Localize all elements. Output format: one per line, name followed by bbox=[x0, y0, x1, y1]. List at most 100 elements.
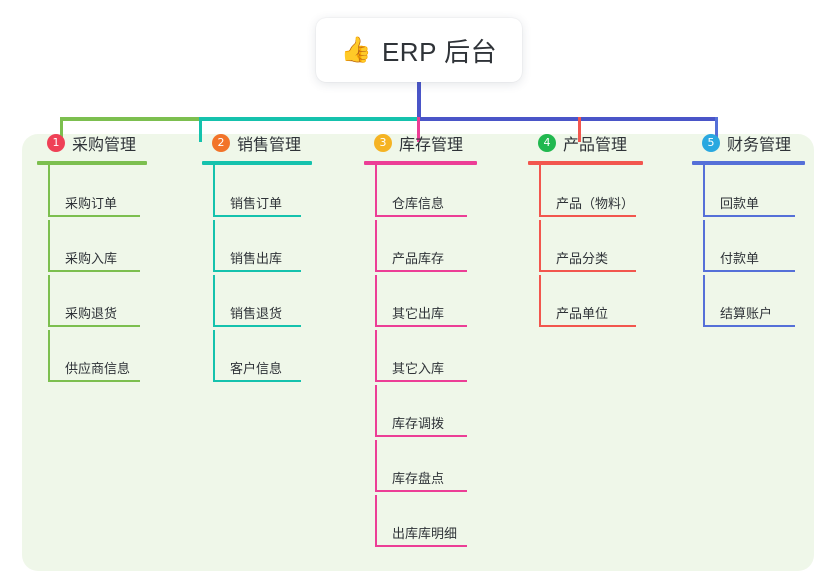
leaf-connector bbox=[703, 275, 705, 327]
leaf-label: 库存盘点 bbox=[392, 471, 445, 486]
bus-segment-teal bbox=[200, 117, 419, 121]
leaf-label: 采购入库 bbox=[65, 251, 118, 266]
leaf-underline bbox=[539, 270, 636, 272]
leaf-list-5: 回款单付款单结算账户 bbox=[692, 165, 805, 330]
branch-title-3: 库存管理 bbox=[399, 137, 464, 154]
leaf-node[interactable]: 库存调拨 bbox=[364, 385, 477, 440]
leaf-label: 产品库存 bbox=[392, 251, 445, 266]
branch-badge-4: 4 bbox=[538, 134, 556, 152]
leaf-node[interactable]: 销售退货 bbox=[202, 275, 312, 330]
leaf-node[interactable]: 采购入库 bbox=[37, 220, 147, 275]
branch-header-3[interactable]: 3 库存管理 bbox=[364, 130, 477, 156]
branch-drop-4 bbox=[578, 117, 581, 142]
leaf-underline bbox=[48, 270, 140, 272]
leaf-connector bbox=[375, 330, 377, 382]
leaf-list-1: 采购订单采购入库采购退货供应商信息 bbox=[37, 165, 147, 385]
branch-underline-1 bbox=[37, 161, 147, 165]
leaf-label: 结算账户 bbox=[720, 306, 773, 321]
leaf-connector bbox=[539, 165, 541, 217]
leaf-underline bbox=[703, 325, 795, 327]
branch-header-1[interactable]: 1 采购管理 bbox=[37, 130, 147, 156]
root-node[interactable]: 👍 ERP 后台 bbox=[316, 18, 522, 82]
leaf-node[interactable]: 付款单 bbox=[692, 220, 805, 275]
leaf-label: 供应商信息 bbox=[65, 361, 131, 376]
leaf-label: 出库库明细 bbox=[392, 526, 458, 541]
leaf-node[interactable]: 产品库存 bbox=[364, 220, 477, 275]
leaf-node[interactable]: 结算账户 bbox=[692, 275, 805, 330]
leaf-node[interactable]: 供应商信息 bbox=[37, 330, 147, 385]
leaf-label: 销售退货 bbox=[230, 306, 283, 321]
leaf-connector bbox=[703, 165, 705, 217]
leaf-connector bbox=[375, 220, 377, 272]
leaf-underline bbox=[213, 380, 301, 382]
leaf-underline bbox=[375, 490, 467, 492]
leaf-node[interactable]: 出库库明细 bbox=[364, 495, 477, 550]
leaf-connector bbox=[703, 220, 705, 272]
leaf-underline bbox=[375, 270, 467, 272]
branch-badge-3: 3 bbox=[374, 134, 392, 152]
branch-header-4[interactable]: 4 产品管理 bbox=[528, 130, 643, 156]
leaf-label: 销售出库 bbox=[230, 251, 283, 266]
leaf-connector bbox=[539, 275, 541, 327]
branch-underline-4 bbox=[528, 161, 643, 165]
root-node-title: ERP 后台 bbox=[381, 36, 498, 67]
leaf-underline bbox=[213, 270, 301, 272]
leaf-label: 采购订单 bbox=[65, 196, 118, 211]
branch-column-2: 2 销售管理销售订单销售出库销售退货客户信息 bbox=[202, 130, 312, 385]
branch-column-4: 4 产品管理产品（物料） 产品分类产品单位 bbox=[528, 130, 643, 330]
leaf-node[interactable]: 销售订单 bbox=[202, 165, 312, 220]
leaf-node[interactable]: 销售出库 bbox=[202, 220, 312, 275]
leaf-node[interactable]: 客户信息 bbox=[202, 330, 312, 385]
leaf-connector bbox=[375, 495, 377, 547]
root-stem bbox=[417, 82, 421, 121]
branch-underline-5 bbox=[692, 161, 805, 165]
leaf-connector bbox=[48, 275, 50, 327]
leaf-underline bbox=[375, 325, 467, 327]
leaf-connector bbox=[539, 220, 541, 272]
branch-drop-1 bbox=[60, 117, 63, 142]
leaf-underline bbox=[375, 380, 467, 382]
leaf-connector bbox=[213, 275, 215, 327]
leaf-label: 仓库信息 bbox=[392, 196, 445, 211]
branch-title-4: 产品管理 bbox=[563, 137, 628, 154]
leaf-label: 产品分类 bbox=[556, 251, 609, 266]
leaf-connector bbox=[48, 220, 50, 272]
leaf-node[interactable]: 库存盘点 bbox=[364, 440, 477, 495]
leaf-node[interactable]: 其它入库 bbox=[364, 330, 477, 385]
leaf-underline bbox=[48, 215, 140, 217]
leaf-label: 销售订单 bbox=[230, 196, 283, 211]
leaf-node[interactable]: 产品分类 bbox=[528, 220, 643, 275]
leaf-node[interactable]: 产品单位 bbox=[528, 275, 643, 330]
leaf-list-4: 产品（物料） 产品分类产品单位 bbox=[528, 165, 643, 330]
leaf-node[interactable]: 采购订单 bbox=[37, 165, 147, 220]
leaf-node[interactable]: 采购退货 bbox=[37, 275, 147, 330]
leaf-underline bbox=[539, 215, 636, 217]
leaf-node[interactable]: 回款单 bbox=[692, 165, 805, 220]
branch-header-2[interactable]: 2 销售管理 bbox=[202, 130, 312, 156]
leaf-underline bbox=[703, 270, 795, 272]
branch-title-2: 销售管理 bbox=[237, 137, 302, 154]
leaf-node[interactable]: 其它出库 bbox=[364, 275, 477, 330]
leaf-connector bbox=[375, 440, 377, 492]
leaf-node[interactable]: 仓库信息 bbox=[364, 165, 477, 220]
leaf-node[interactable]: 产品（物料） bbox=[528, 165, 643, 220]
leaf-underline bbox=[539, 325, 636, 327]
diagram-panel bbox=[22, 134, 814, 571]
leaf-connector bbox=[213, 220, 215, 272]
leaf-underline bbox=[48, 325, 140, 327]
branch-column-3: 3 库存管理仓库信息产品库存其它出库其它入库库存调拨库存盘点出库库明细 bbox=[364, 130, 477, 550]
leaf-label: 其它出库 bbox=[392, 306, 445, 321]
leaf-connector bbox=[375, 385, 377, 437]
leaf-label: 产品单位 bbox=[556, 306, 609, 321]
branch-title-1: 采购管理 bbox=[72, 137, 137, 154]
branch-drop-5 bbox=[715, 117, 718, 142]
branch-badge-5: 5 bbox=[702, 134, 720, 152]
leaf-connector bbox=[375, 275, 377, 327]
leaf-connector bbox=[213, 165, 215, 217]
branch-badge-2: 2 bbox=[212, 134, 230, 152]
branch-badge-1: 1 bbox=[47, 134, 65, 152]
branch-drop-3 bbox=[417, 117, 420, 142]
